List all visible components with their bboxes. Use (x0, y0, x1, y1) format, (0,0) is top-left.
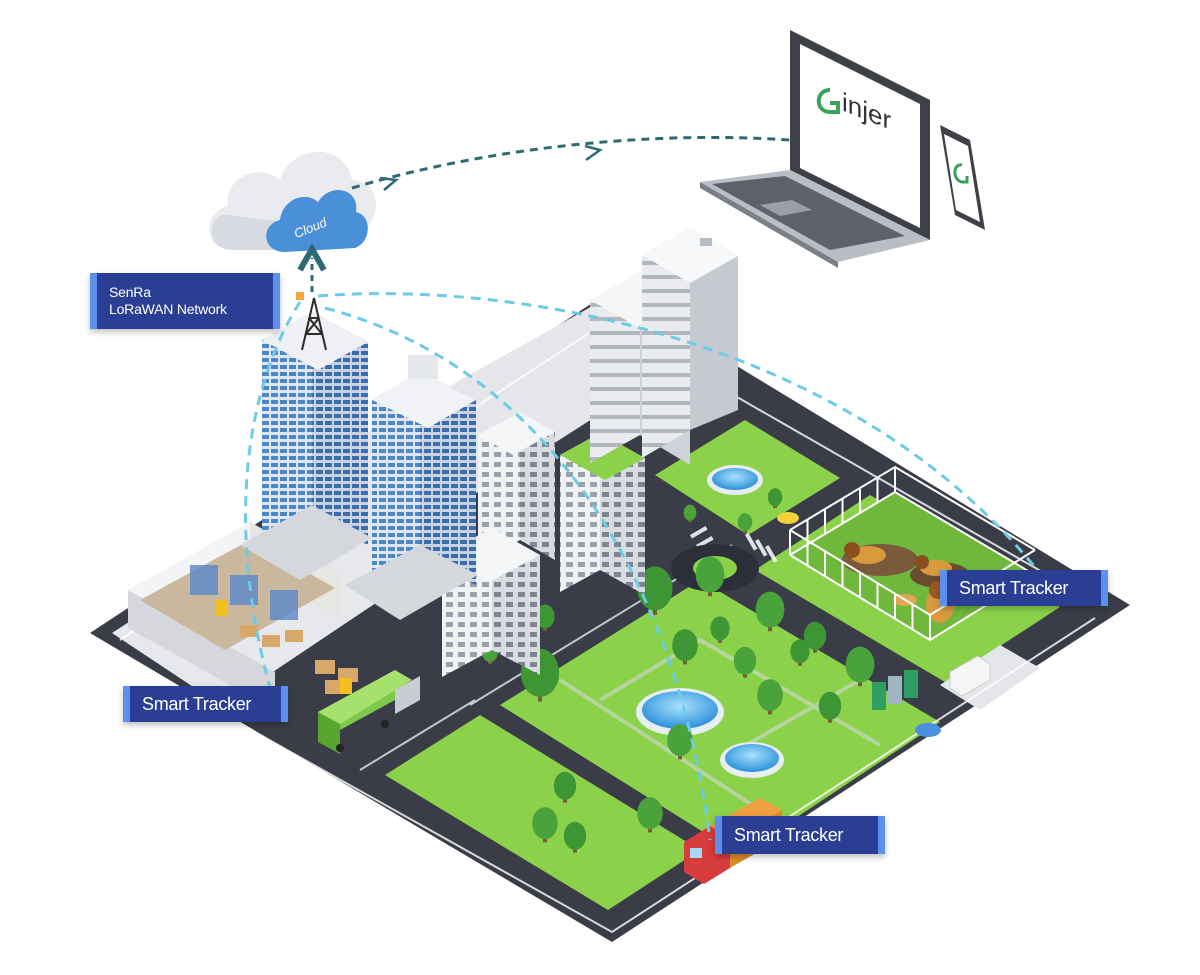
van-white (949, 655, 991, 697)
cloud-icon: Cloud (209, 151, 376, 252)
logo-icon (816, 88, 840, 114)
tree (767, 488, 783, 509)
warehouse (128, 522, 358, 710)
tracker-label-warehouse: Smart Tracker (123, 686, 288, 722)
car-blue (915, 723, 941, 737)
tree (563, 821, 587, 853)
car-yellow (777, 512, 799, 524)
shelves (190, 565, 298, 620)
tree (790, 639, 810, 666)
building-mid-2 (560, 433, 645, 595)
tracker-label-zoo: Smart Tracker (940, 570, 1108, 606)
tree (737, 513, 753, 534)
green-truck (318, 670, 420, 754)
lorawan-signals (244, 292, 1047, 841)
tree (553, 771, 577, 803)
tree (733, 646, 757, 678)
building-mid-1 (478, 412, 555, 563)
tree (845, 646, 875, 687)
signal-to-zoo (317, 292, 1047, 581)
tree (667, 724, 693, 760)
park-details (558, 465, 882, 812)
tree (803, 621, 827, 653)
senra-network-label: SenRa LoRaWAN Network (90, 273, 280, 329)
building-tall-grey-2 (642, 228, 738, 458)
building-blue-2 (345, 355, 478, 620)
signal-to-truck (324, 306, 712, 841)
tracker-label-truck: Smart Tracker (715, 816, 885, 854)
network-label-line2: LoRaWAN Network (109, 301, 227, 317)
tree (637, 797, 663, 833)
tree (755, 591, 785, 632)
tree (818, 691, 842, 723)
tablet-icon (940, 125, 985, 230)
road-network (90, 290, 1130, 942)
cloud-to-laptop-arrow (351, 135, 791, 190)
tree (757, 679, 783, 715)
tree (710, 616, 730, 643)
tree (535, 604, 555, 631)
tree (532, 807, 558, 843)
tree (695, 556, 725, 597)
network-label-line1: SenRa (109, 283, 151, 300)
laptop-icon: injer (700, 30, 930, 268)
tree (672, 629, 698, 665)
radio-tower-icon (296, 292, 327, 351)
building-blue-1 (240, 312, 372, 580)
forklift-icon (215, 600, 227, 616)
tree (683, 504, 697, 523)
signal-to-warehouse (244, 301, 302, 706)
recycle-bins (872, 670, 918, 710)
